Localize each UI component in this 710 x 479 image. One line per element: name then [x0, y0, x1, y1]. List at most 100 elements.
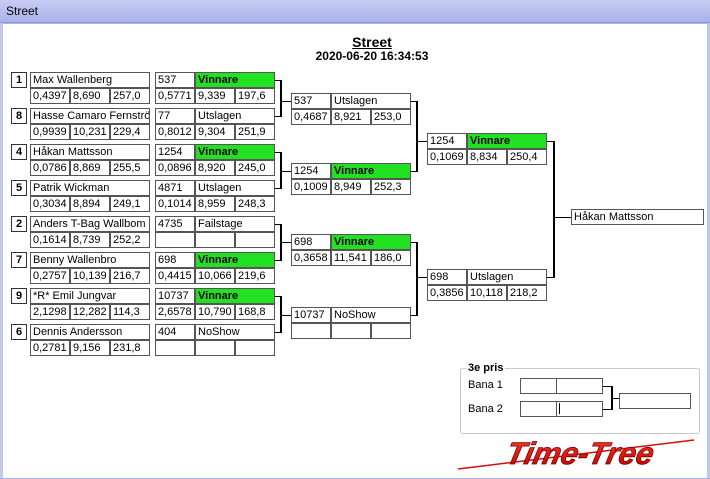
driver-name: Benny Wallenbro: [30, 252, 150, 268]
connector: [611, 398, 619, 399]
bracket-connector: [416, 101, 418, 172]
driver-name: Patrik Wickman: [30, 180, 150, 196]
round1-result-reaction: 2,6578: [155, 304, 195, 320]
bracket-connector: [411, 101, 417, 102]
round2-result-reaction: [291, 323, 331, 339]
round2-result-reaction: 0,3658: [291, 250, 331, 266]
round2-result-reaction: 0,4687: [291, 109, 331, 125]
round2-result-reaction: 0,1009: [291, 179, 331, 195]
driver-name: *R* Emil Jungvar: [30, 288, 150, 304]
seed-badge: 1: [11, 72, 27, 88]
seed-badge: 5: [11, 180, 27, 196]
bracket-connector: [275, 296, 281, 297]
driver-speed: 231,8: [110, 340, 150, 356]
round1-result-id: 1254: [155, 144, 195, 160]
round2-result-speed: 186,0: [371, 250, 411, 266]
round1-result-reaction: [155, 232, 195, 248]
driver-reaction: 0,2781: [30, 340, 70, 356]
round1-result-et: 9,304: [195, 124, 235, 140]
round2-result-id: 698: [291, 234, 331, 250]
round3-result-reaction: 0,1069: [427, 149, 467, 165]
driver-et: 8,690: [70, 88, 110, 104]
round2-result-speed: 253,0: [371, 109, 411, 125]
round1-result-id: 77: [155, 108, 195, 124]
driver-reaction: 0,0786: [30, 160, 70, 176]
window-title: Street: [6, 4, 39, 18]
round1-result-reaction: [155, 340, 195, 356]
seed-badge: 8: [11, 108, 27, 124]
driver-speed: 229,4: [110, 124, 150, 140]
third-prize-winner-field[interactable]: [619, 393, 691, 409]
window-border-left: [0, 23, 3, 478]
driver-et: 10,139: [70, 268, 110, 284]
bracket-connector: [547, 277, 554, 278]
round2-result-status: Utslagen: [331, 93, 411, 109]
driver-name: Håkan Mattsson: [30, 144, 150, 160]
bracket-connector: [280, 242, 291, 243]
driver-name: Hasse Camaro Fernström: [30, 108, 150, 124]
bracket-connector: [416, 242, 418, 316]
bracket-connector: [411, 242, 417, 243]
round1-result-id: 10737: [155, 288, 195, 304]
bracket-connector: [275, 224, 281, 225]
driver-reaction: 0,1614: [30, 232, 70, 248]
round1-result-status: Utslagen: [195, 180, 275, 196]
driver-reaction: 2,1298: [30, 304, 70, 320]
round1-result-speed: 245,0: [235, 160, 275, 176]
round3-result-reaction: 0,3856: [427, 285, 467, 301]
connector: [603, 409, 612, 410]
round1-result-id: 4871: [155, 180, 195, 196]
text-cursor: [559, 403, 560, 414]
round2-result-id: 1254: [291, 163, 331, 179]
driver-et: 12,282: [70, 304, 110, 320]
round3-result-id: 1254: [427, 133, 467, 149]
round3-result-id: 698: [427, 269, 467, 285]
driver-speed: 255,5: [110, 160, 150, 176]
round1-result-speed: [235, 340, 275, 356]
bracket-connector: [416, 277, 427, 278]
driver-speed: 114,3: [110, 304, 150, 320]
driver-reaction: 0,2757: [30, 268, 70, 284]
seed-badge: 2: [11, 216, 27, 232]
bracket-connector: [553, 217, 571, 218]
round1-result-status: Vinnare: [195, 288, 275, 304]
round1-result-reaction: 0,4415: [155, 268, 195, 284]
driver-speed: 252,2: [110, 232, 150, 248]
round1-result-id: 537: [155, 72, 195, 88]
lane2-id-field[interactable]: [520, 401, 557, 417]
lane2-label: Bana 2: [468, 403, 503, 415]
bracket-connector: [280, 315, 291, 316]
round2-result-speed: [371, 323, 411, 339]
svg-text:Time-Tree: Time-Tree: [503, 436, 657, 471]
round1-result-status: Failstage: [195, 216, 275, 232]
round2-result-et: 8,921: [331, 109, 371, 125]
driver-et: 8,739: [70, 232, 110, 248]
round3-result-status: Vinnare: [467, 133, 547, 149]
lane1-status-field[interactable]: [556, 378, 603, 394]
bracket-connector: [280, 296, 282, 333]
driver-speed: 249,1: [110, 196, 150, 212]
bracket-connector: [280, 80, 282, 117]
round1-result-speed: 251,9: [235, 124, 275, 140]
round1-result-et: 8,920: [195, 160, 235, 176]
round1-result-status: Vinnare: [195, 72, 275, 88]
seed-badge: 9: [11, 288, 27, 304]
window-titlebar: Street: [0, 0, 710, 23]
round2-result-status: Vinnare: [331, 234, 411, 250]
lane1-label: Bana 1: [468, 379, 503, 391]
bracket-connector: [280, 101, 291, 102]
lane2-status-field[interactable]: [556, 401, 603, 417]
round1-result-reaction: 0,8012: [155, 124, 195, 140]
bracket-title: Street: [352, 34, 392, 50]
seed-badge: 7: [11, 252, 27, 268]
round2-result-et: 11,541: [331, 250, 371, 266]
lane1-id-field[interactable]: [520, 378, 557, 394]
seed-badge: 4: [11, 144, 27, 160]
bracket-connector: [275, 80, 281, 81]
round2-result-et: 8,949: [331, 179, 371, 195]
bracket-connector: [275, 116, 281, 117]
driver-reaction: 0,3034: [30, 196, 70, 212]
driver-et: 8,869: [70, 160, 110, 176]
round1-result-reaction: 0,5771: [155, 88, 195, 104]
seed-badge: 6: [11, 324, 27, 340]
